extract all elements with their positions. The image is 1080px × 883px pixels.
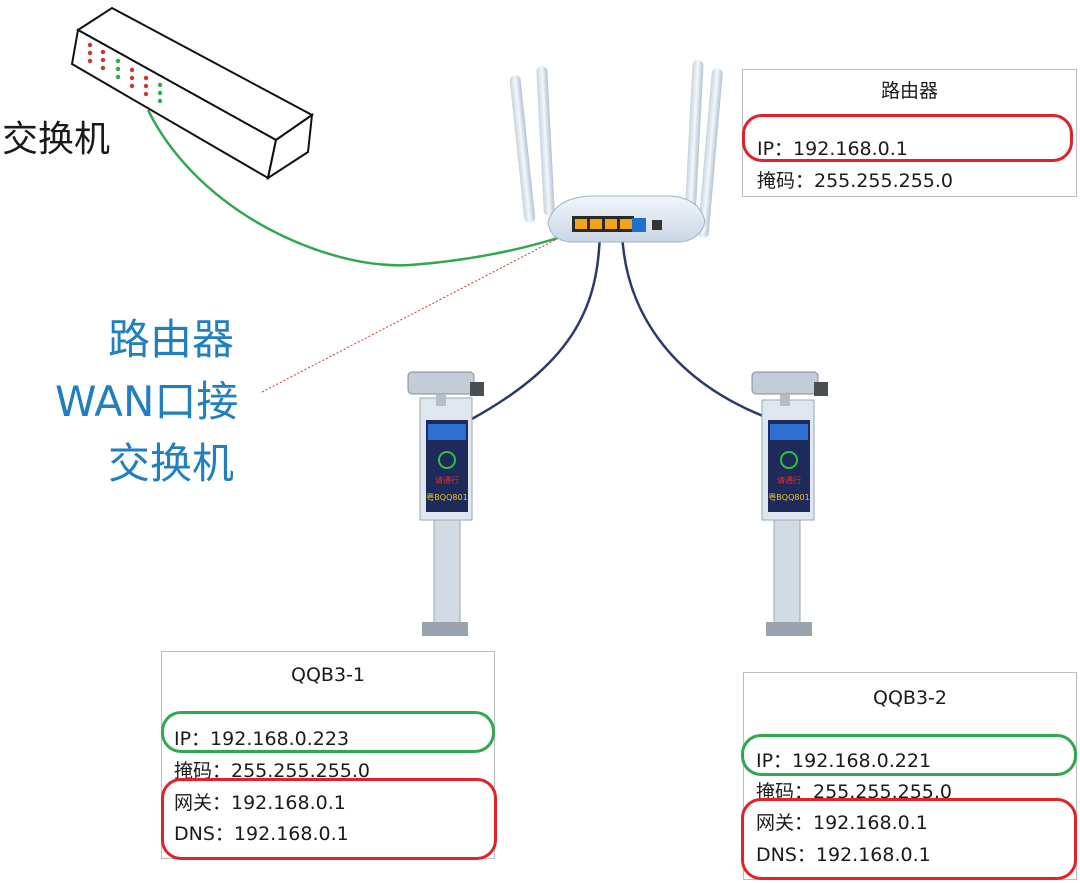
device2-mask: 掩码：255.255.255.0: [756, 781, 953, 803]
device1-mask: 掩码：255.255.255.0: [174, 760, 371, 782]
device1-info-box: QQB3-1 IP：192.168.0.223 掩码：255.255.255.0…: [161, 651, 495, 859]
dashed-pointer-line: [261, 227, 579, 393]
device-1-graphic: 请通行 粤BQQ801: [407, 371, 484, 636]
device1-box-title: QQB3-1: [291, 664, 365, 686]
device1-gateway-dns-highlight: [161, 778, 497, 860]
device2-dns: DNS：192.168.0.1: [756, 844, 931, 866]
green-cable: [146, 109, 576, 267]
router-info-box: 路由器 IP：192.168.0.1 掩码：255.255.255.0: [742, 69, 1077, 197]
device2-box-title: QQB3-2: [873, 687, 947, 709]
device-2-graphic: 请通行 粤BQQ801: [751, 371, 828, 636]
annotation-line-3: 交换机: [108, 439, 235, 488]
cable-to-device-1: [469, 231, 602, 422]
screen-plate-2: 粤BQQ801: [768, 492, 809, 502]
router-ip: IP：192.168.0.1: [757, 138, 908, 160]
device2-ip: IP：192.168.0.221: [756, 750, 932, 772]
screen-plate-1: 粤BQQ801: [426, 492, 467, 502]
screen-text-1: 请通行: [435, 475, 459, 485]
router-box-title: 路由器: [880, 80, 938, 102]
wifi-router-icon: [509, 60, 723, 243]
device2-gateway: 网关：192.168.0.1: [756, 812, 928, 834]
device2-info-box: QQB3-2 IP：192.168.0.221 掩码：255.255.255.0…: [743, 672, 1077, 880]
cable-to-device-2: [620, 231, 769, 420]
device1-ip: IP：192.168.0.223: [174, 728, 350, 750]
device2-ip-highlight: [741, 734, 1077, 776]
network-switch-icon: [70, 6, 314, 181]
device1-gateway: 网关：192.168.0.1: [174, 792, 346, 814]
annotation-line-2: WAN口接: [55, 377, 239, 426]
switch-label: 交换机: [2, 119, 111, 160]
router-ip-highlight: [742, 114, 1073, 162]
device1-dns: DNS：192.168.0.1: [174, 823, 349, 845]
screen-text-2: 请通行: [777, 475, 801, 485]
device1-ip-highlight: [161, 711, 495, 753]
router-mask: 掩码：255.255.255.0: [757, 170, 954, 192]
device2-gateway-dns-highlight: [741, 798, 1077, 880]
annotation-line-1: 路由器: [108, 315, 235, 364]
